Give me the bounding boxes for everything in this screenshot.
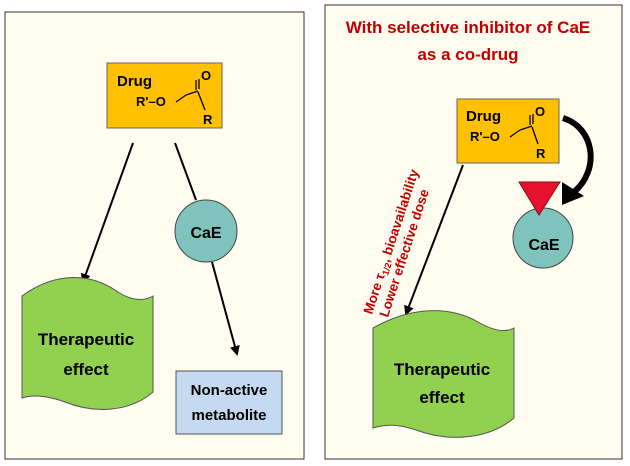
left-therapeutic-line1: Therapeutic <box>38 330 134 349</box>
left-therapeutic-banner: Therapeutic effect <box>21 276 154 410</box>
right-drug-label: Drug <box>466 108 501 125</box>
left-drug-carbonyl-o: O <box>201 68 211 83</box>
right-therapeutic-banner: Therapeutic effect <box>372 310 515 438</box>
left-metabolite-box: Non-active metabolite <box>175 370 283 435</box>
left-cae-label: CaE <box>190 225 221 242</box>
right-arrow-to-therapeutic <box>404 164 464 316</box>
right-cae-enzyme: CaE <box>512 207 574 269</box>
right-cae-label: CaE <box>528 237 559 254</box>
left-metabolite-line1: Non-active <box>191 382 268 399</box>
left-drug-ester: R'–O <box>136 94 166 109</box>
right-therapeutic-line1: Therapeutic <box>394 360 490 379</box>
left-arrow-to-metabolite <box>211 261 240 356</box>
right-title-line1: With selective inhibitor of CaE <box>346 18 591 37</box>
left-drug-box: Drug R'–O O R <box>106 62 223 129</box>
right-therapeutic-line2: effect <box>419 388 465 407</box>
right-curved-arrow <box>561 115 594 195</box>
left-arrow-to-therapeutic <box>81 142 134 284</box>
left-cae-enzyme: CaE <box>174 199 238 263</box>
left-drug-r: R <box>203 112 213 127</box>
right-panel: With selective inhibitor of CaE as a co-… <box>324 4 623 460</box>
left-therapeutic-line2: effect <box>63 360 109 379</box>
right-drug-ester: R'–O <box>470 129 500 144</box>
left-line-to-cae <box>174 142 197 201</box>
right-drug-r: R <box>536 146 546 161</box>
right-curved-arrowhead <box>562 182 584 205</box>
right-drug-box: Drug R'–O O R <box>456 98 560 164</box>
left-drug-label: Drug <box>117 73 152 90</box>
right-drug-carbonyl-o: O <box>535 104 545 119</box>
right-title-line2: as a co-drug <box>417 45 518 64</box>
inhibitor-triangle <box>518 181 561 216</box>
left-metabolite-line2: metabolite <box>191 407 266 424</box>
left-panel: Drug R'–O O R CaE Therapeutic effect <box>4 11 305 460</box>
